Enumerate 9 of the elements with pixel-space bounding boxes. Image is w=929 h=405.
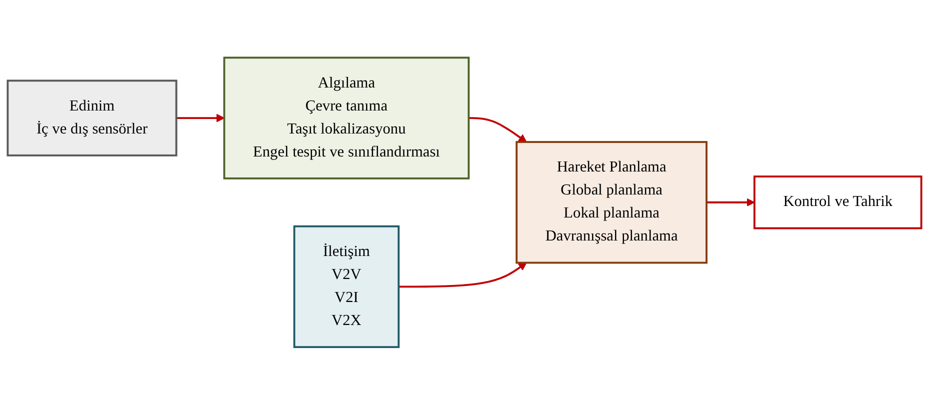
arrow: [176, 114, 225, 122]
node-box: İletişim V2V V2I V2X: [293, 226, 400, 348]
node-box: Hareket Planlama Global planlama Lokal planlama Davranışsal planlama: [516, 141, 708, 264]
node-box: Kontrol ve Tahrik: [753, 176, 922, 230]
arrow: [706, 198, 755, 207]
arrow: [398, 262, 527, 288]
arrow: [468, 117, 527, 142]
node-box: Algılama Çevre tanıma Taşıt lokalizasyonu Engel tespit ve sınıflandırması: [223, 56, 470, 180]
node-box: Edinim İç ve dış sensörler: [6, 80, 178, 156]
